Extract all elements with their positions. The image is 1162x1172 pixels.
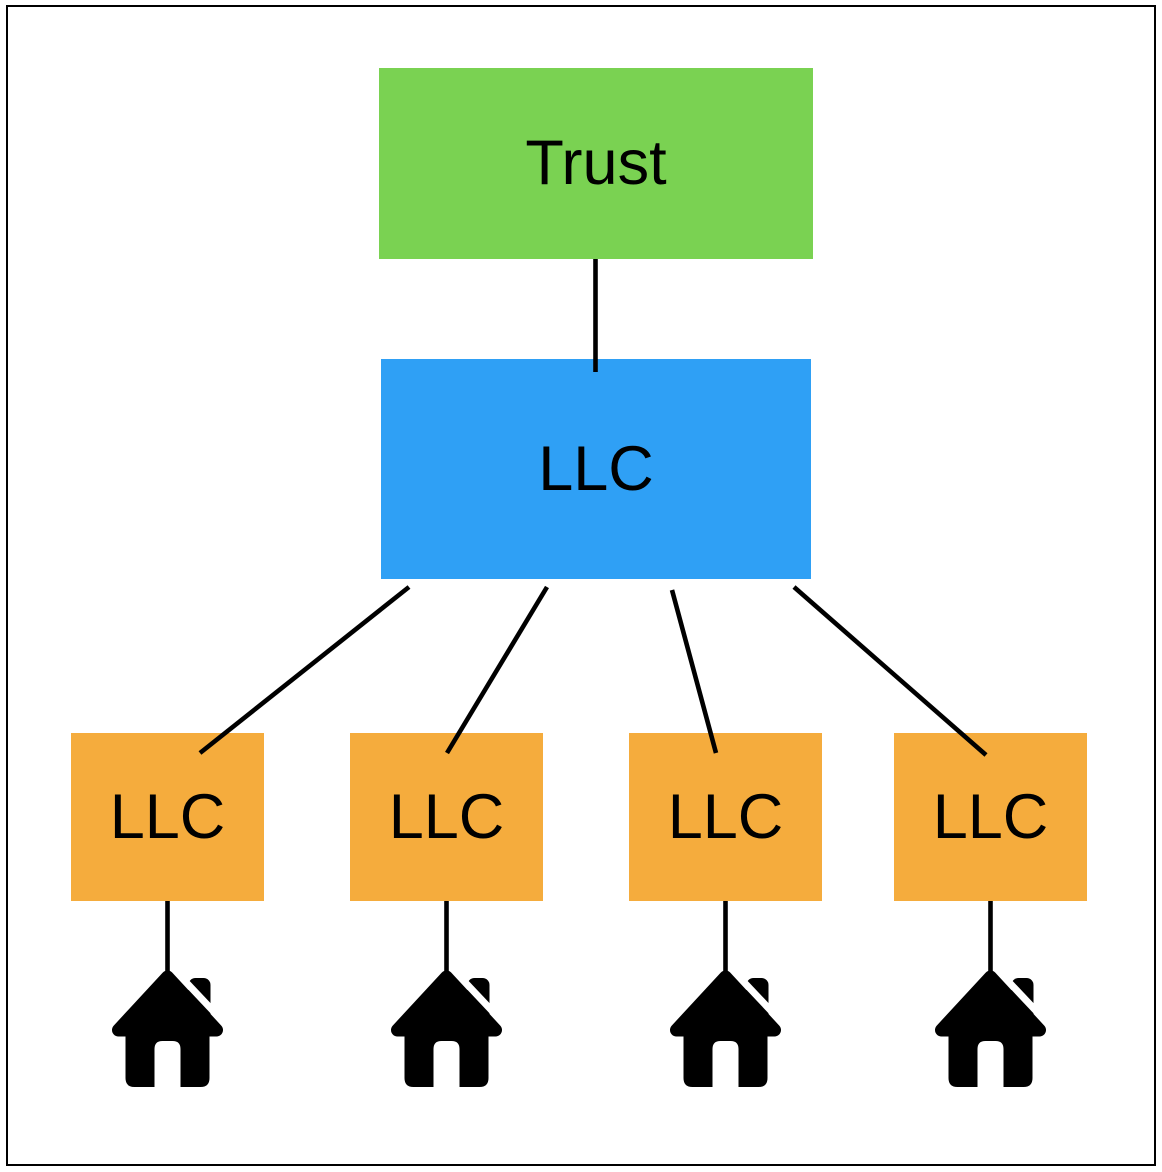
house-icon: [677, 970, 783, 1087]
house-icon: [119, 970, 225, 1087]
child-llc-box-3: LLC: [629, 733, 822, 901]
child-llc-box-1-label: LLC: [109, 781, 226, 852]
holding-llc-box: LLC: [381, 359, 811, 579]
connector-llc-to-child-1: [198, 585, 411, 755]
child-llc-box-4-label: LLC: [932, 781, 1049, 852]
connector-llc-to-child-2: [445, 585, 549, 755]
child-llc-box-2-label: LLC: [388, 781, 505, 852]
child-llc-box-4: LLC: [894, 733, 1087, 901]
trust-box-label: Trust: [525, 128, 667, 198]
holding-llc-box-label: LLC: [538, 433, 654, 504]
connector-llc-to-child-4: [792, 585, 988, 757]
child-llc-box-1: LLC: [71, 733, 264, 901]
house-icon: [942, 970, 1048, 1087]
house-icon: [398, 970, 504, 1087]
child-llc-box-3-label: LLC: [667, 781, 784, 852]
connector-llc-to-child-3: [669, 589, 719, 754]
child-llc-box-2: LLC: [350, 733, 543, 901]
trust-box: Trust: [379, 68, 813, 259]
